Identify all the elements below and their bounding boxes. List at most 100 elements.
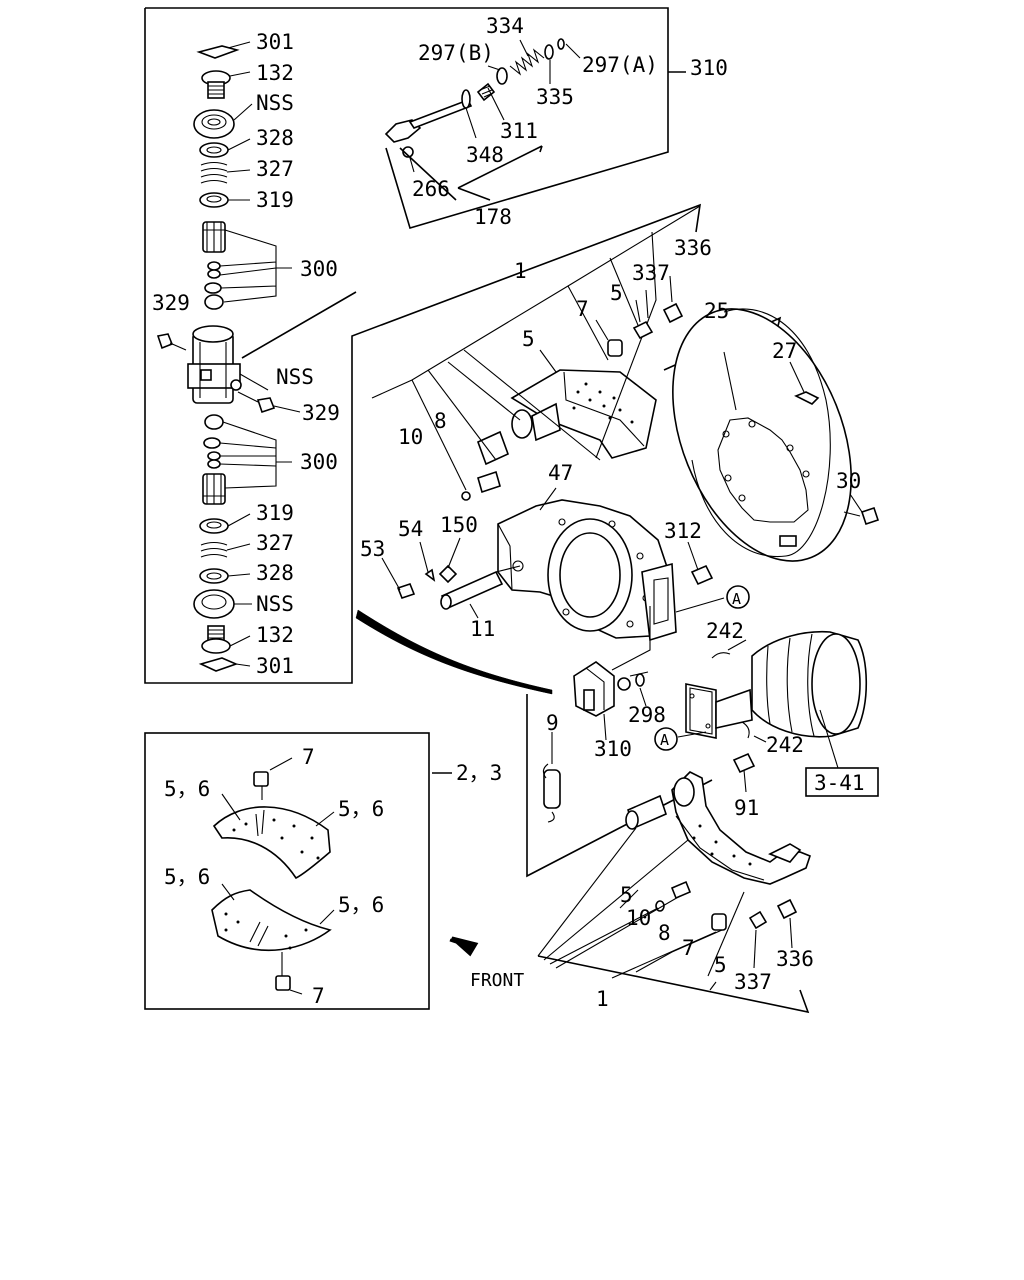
adjuster-rod — [408, 98, 473, 129]
label-30: 30 — [836, 469, 861, 493]
adjuster-assembly-310 — [384, 38, 565, 158]
label-298: 298 — [628, 703, 666, 727]
spring-pin-9 — [542, 732, 561, 823]
label-8-lower: 8 — [658, 921, 671, 945]
boot-nss-bottom — [193, 589, 235, 619]
label-3-41: 3-41 — [814, 771, 865, 795]
inset-frame-cylinder — [145, 7, 669, 229]
bleeder-329-right — [256, 397, 276, 414]
label-132-bottom: 132 — [256, 623, 294, 647]
ring-297b — [496, 67, 508, 85]
adjuster-310-lower — [573, 606, 651, 741]
cup-319-bottom — [199, 518, 229, 534]
clip-301-top — [196, 45, 240, 59]
label-56-upper-right: 5，6 — [338, 797, 384, 821]
callout-labels: 301 132 NSS 328 327 319 300 329 NSS 329 … — [152, 14, 865, 1011]
label-319-top: 319 — [256, 188, 294, 212]
washer-10-top — [461, 491, 471, 501]
label-7-lower: 7 — [682, 936, 695, 960]
leaders-spider — [381, 487, 725, 619]
ring-297a — [557, 38, 565, 50]
label-132-top: 132 — [256, 61, 294, 85]
label-329-right: 329 — [302, 401, 340, 425]
label-7-lining-top: 7 — [302, 745, 315, 769]
brake-chamber-3-41 — [685, 630, 879, 797]
leaders-adjuster — [399, 39, 581, 201]
label-310-top: 310 — [690, 56, 728, 80]
label-1-bottom: 1 — [596, 987, 609, 1011]
rivet-7-bottom — [275, 975, 291, 991]
label-150: 150 — [440, 513, 478, 537]
piston-300-bottom — [204, 414, 224, 430]
label-front: FRONT — [470, 970, 524, 991]
label-328-bottom: 328 — [256, 561, 294, 585]
boot-nss-top — [193, 109, 235, 139]
label-336-bottom: 336 — [776, 947, 814, 971]
cap-27 — [794, 391, 820, 405]
clip-301-bottom — [198, 657, 239, 672]
ref-box-3-41 — [805, 767, 879, 797]
seal-328-top — [199, 142, 229, 158]
bolt-336-bottom — [776, 898, 798, 920]
washer-348 — [461, 89, 471, 109]
label-11: 11 — [470, 617, 495, 641]
label-nss-bottom: NSS — [256, 592, 294, 616]
lining-upper — [212, 806, 331, 880]
anchor-pin-7-top — [607, 339, 623, 357]
spring-334 — [509, 48, 545, 76]
marker-a-upper — [726, 585, 750, 609]
clip-242-bottom — [741, 721, 750, 739]
label-27: 27 — [772, 339, 797, 363]
label-337-bottom: 337 — [734, 970, 772, 994]
label-1-top: 1 — [514, 259, 527, 283]
label-2-3: 2，3 — [456, 761, 502, 785]
label-5-lower-right: 5 — [714, 953, 727, 977]
front-arrow-icon — [449, 936, 479, 957]
label-319-bottom: 319 — [256, 501, 294, 525]
lining-kits — [211, 757, 335, 995]
brake-spider-47 — [396, 499, 714, 642]
seal-328-bottom — [199, 568, 229, 584]
leaders-backing — [723, 351, 863, 513]
inset-frame-linings — [144, 732, 430, 1010]
label-242-bottom: 242 — [766, 733, 804, 757]
label-7-lining-bottom: 7 — [312, 984, 325, 1008]
wheel-cylinder-stack — [156, 45, 276, 672]
cup-319-top — [199, 192, 229, 208]
label-297a: 297(A) — [582, 53, 658, 77]
anchor-pin-7-bottom — [711, 913, 727, 931]
clip-242-top — [711, 652, 731, 659]
washer-335 — [544, 44, 554, 60]
bolt-312 — [690, 564, 714, 586]
ring-298 — [635, 673, 645, 687]
label-9: 9 — [546, 711, 559, 735]
label-5-lower: 5 — [620, 883, 633, 907]
label-327-bottom: 327 — [256, 531, 294, 555]
label-5-top-right: 5 — [610, 281, 623, 305]
label-a-upper: A — [732, 590, 741, 608]
lower-brake-shoe — [625, 771, 811, 931]
label-91: 91 — [734, 796, 759, 820]
leaders-lower-shoe — [537, 827, 810, 1014]
label-56-lower-left: 5，6 — [164, 865, 210, 889]
connector-markers — [654, 585, 750, 751]
label-327-top: 327 — [256, 157, 294, 181]
shoe-roller — [511, 409, 533, 439]
shoe-lining-5 — [510, 369, 657, 459]
bolt-337-bottom — [748, 910, 768, 930]
label-335: 335 — [536, 85, 574, 109]
label-a-lower: A — [660, 731, 669, 749]
clip-54 — [424, 568, 436, 582]
frame-lines — [144, 7, 713, 1010]
label-348: 348 — [466, 143, 504, 167]
label-242-top: 242 — [706, 619, 744, 643]
label-10-lower: 10 — [626, 906, 651, 930]
bolt-337-top — [632, 320, 654, 340]
marker-a-lower — [654, 727, 678, 751]
label-8-top: 8 — [434, 409, 447, 433]
bolt-91 — [732, 752, 756, 774]
pin-8-bottom — [670, 880, 692, 900]
bolt-336-top — [662, 302, 684, 324]
label-5-top: 5 — [522, 327, 535, 351]
